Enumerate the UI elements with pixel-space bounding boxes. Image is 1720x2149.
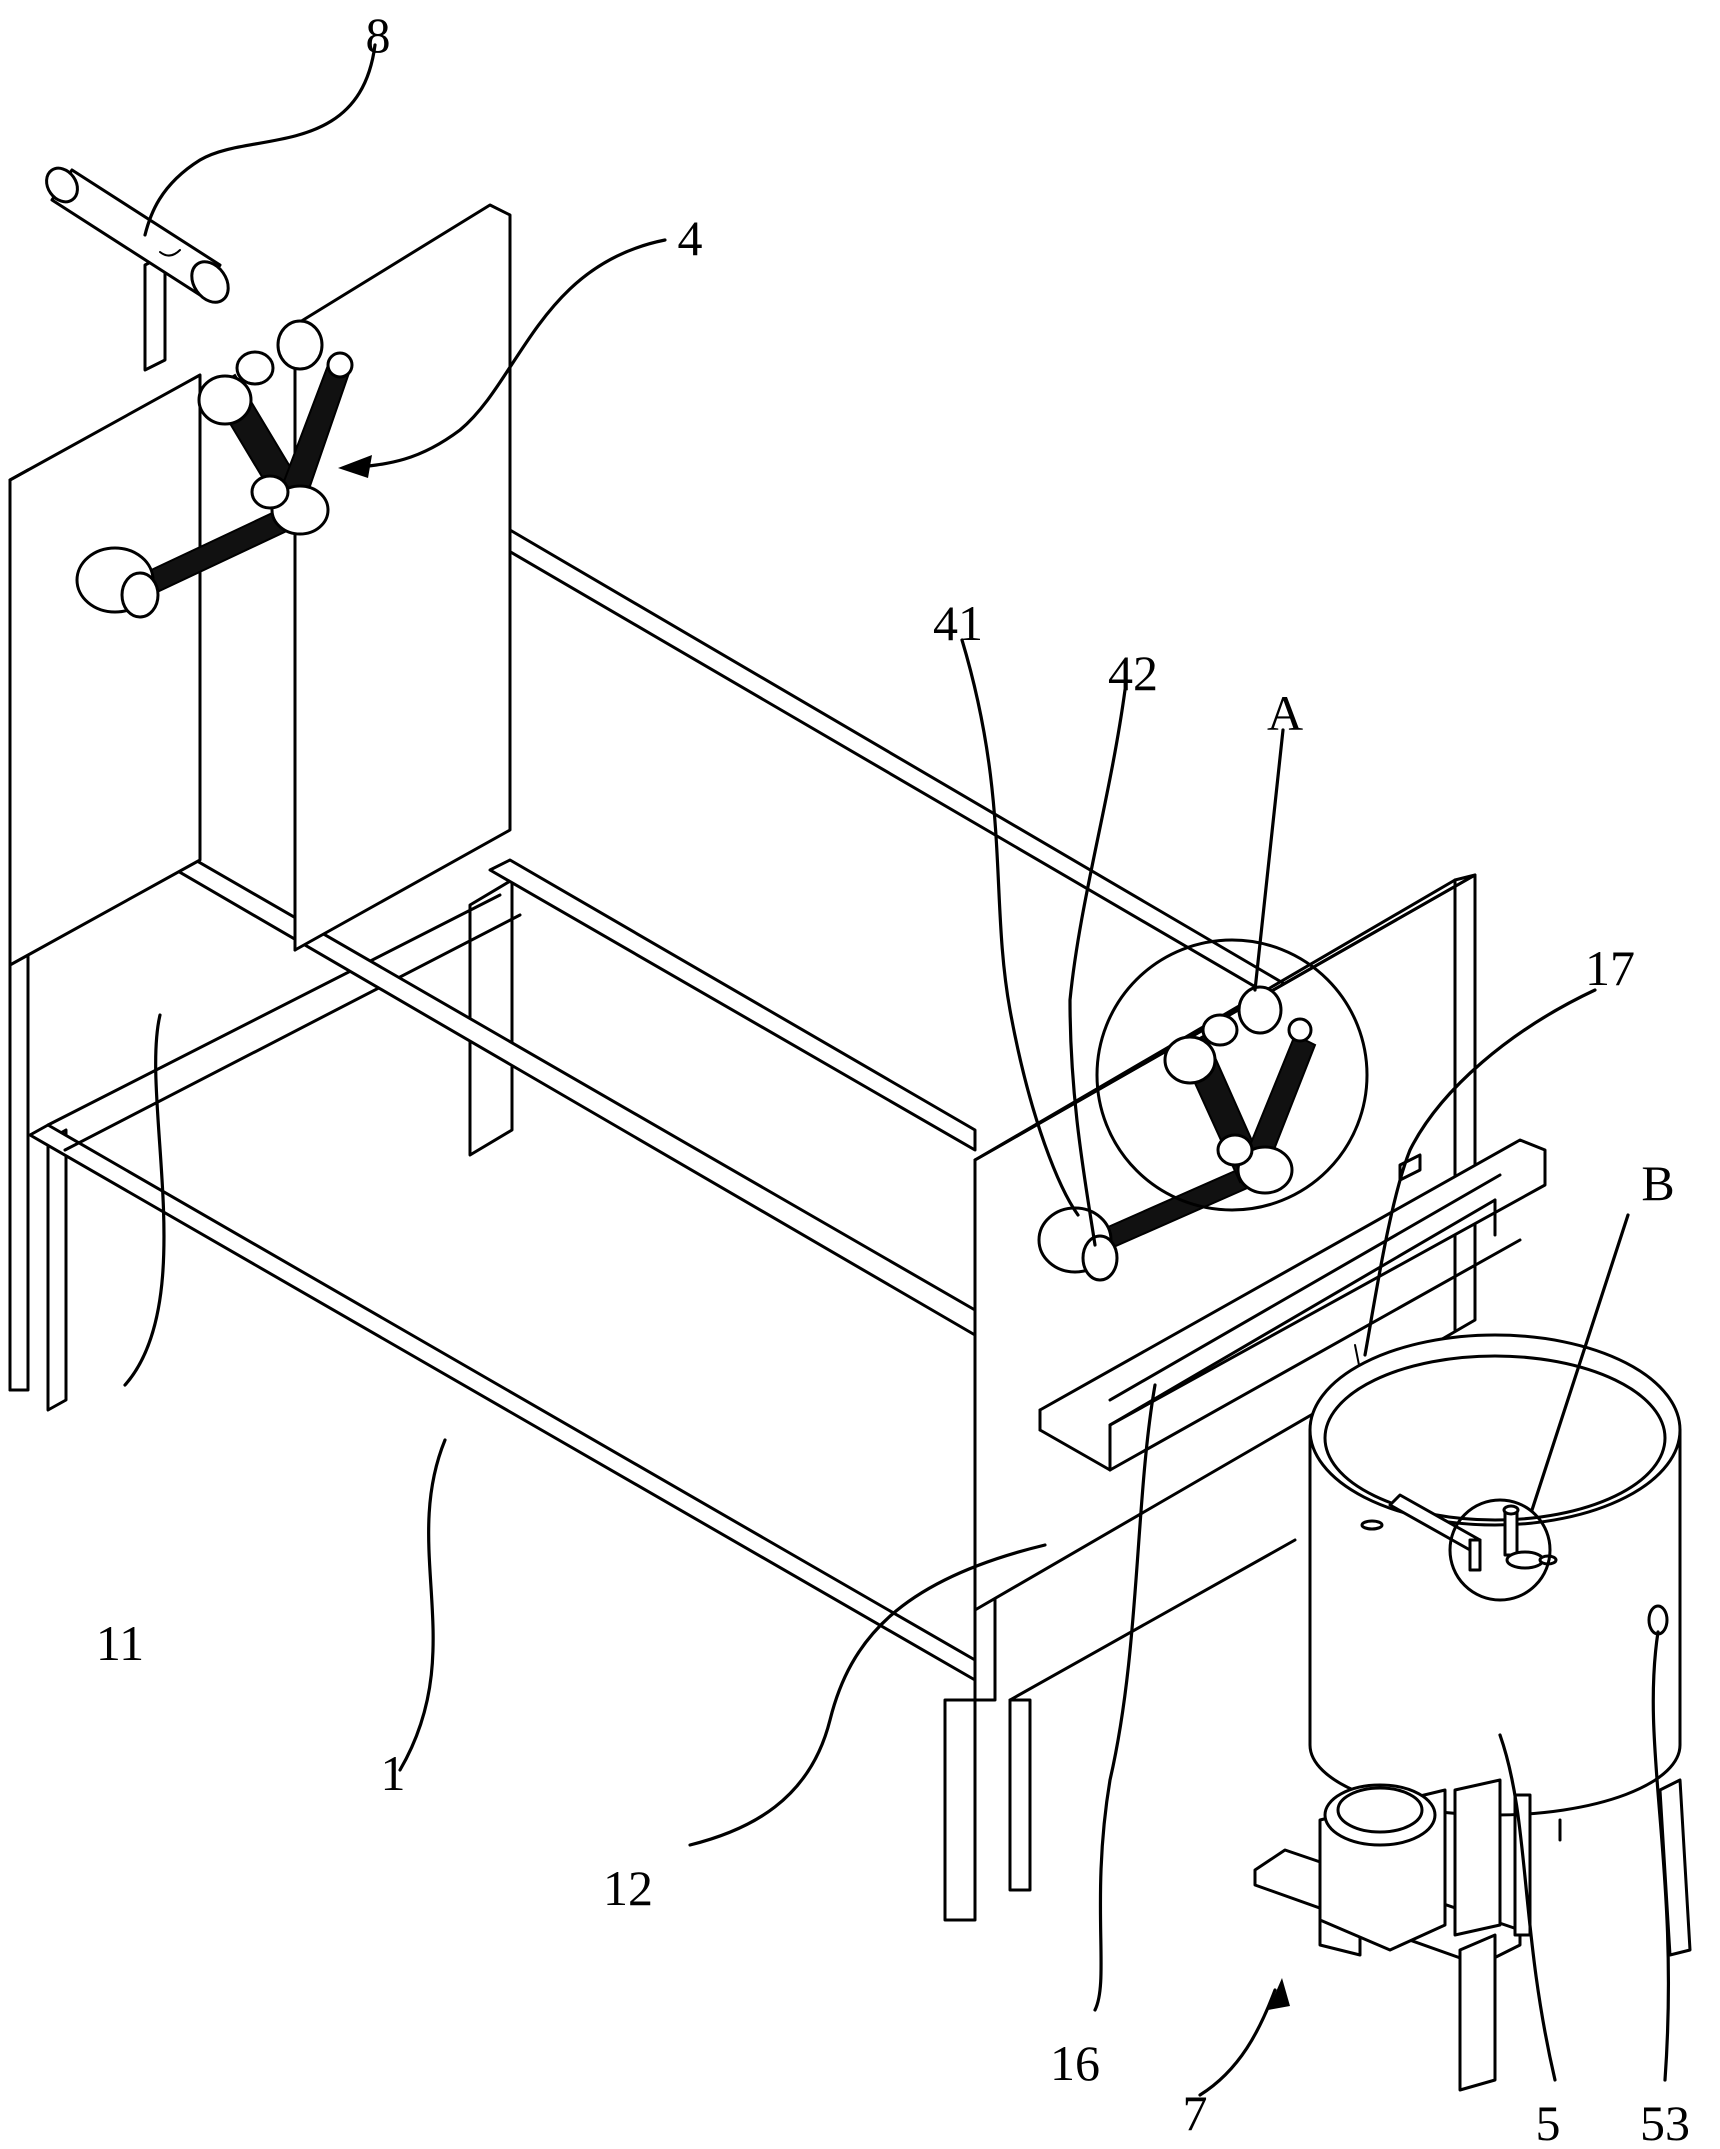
back-left-leg bbox=[468, 878, 514, 1157]
label-4: 4 bbox=[678, 210, 703, 266]
arrow-7 bbox=[1268, 1978, 1290, 2010]
leader-b bbox=[1530, 1213, 1630, 1512]
left-top-pulley bbox=[276, 319, 324, 371]
label-11: 11 bbox=[96, 1615, 144, 1671]
bottom-front-rail bbox=[28, 1123, 977, 1682]
motor-column bbox=[1453, 1778, 1502, 1937]
left-side-plate bbox=[8, 203, 512, 967]
right-arm-pulley bbox=[1163, 1035, 1217, 1085]
right-front-leg bbox=[943, 1698, 977, 1922]
label-53: 53 bbox=[1640, 2095, 1690, 2144]
label-12: 12 bbox=[603, 1860, 653, 1916]
leader-17 bbox=[1363, 988, 1597, 1357]
motor-top bbox=[1323, 1783, 1437, 1847]
left-arm-pulley bbox=[197, 374, 253, 426]
right-top-pulley bbox=[1237, 985, 1283, 1035]
label-17: 17 bbox=[1585, 940, 1635, 996]
tank-port bbox=[1647, 1604, 1669, 1636]
label-1: 1 bbox=[381, 1745, 406, 1801]
leader-12 bbox=[688, 1543, 1047, 1847]
left-leg-inner bbox=[46, 1128, 68, 1412]
leader-1 bbox=[398, 1438, 447, 1772]
label-7: 7 bbox=[1183, 2085, 1208, 2141]
leader-41 bbox=[960, 638, 1080, 1217]
reference-numerals: 8 4 41 42 A 17 B 11 1 12 16 7 5 53 bbox=[96, 7, 1690, 2149]
handle-rod bbox=[45, 166, 230, 304]
leader-4 bbox=[343, 238, 667, 470]
middle-back-rail bbox=[488, 858, 977, 1152]
leader-lines bbox=[123, 43, 1671, 2097]
floor-depth-line bbox=[63, 913, 522, 1152]
detail-circle-b bbox=[1448, 1498, 1552, 1602]
right-bottom-edge bbox=[1008, 1538, 1297, 1702]
left-plate-front bbox=[8, 373, 202, 967]
tank-rim bbox=[1308, 1333, 1682, 1527]
stirrer-shaft bbox=[1503, 1508, 1519, 1557]
leader-16 bbox=[1093, 1383, 1157, 2012]
label-41: 41 bbox=[933, 595, 983, 651]
label-42: 42 bbox=[1108, 645, 1158, 701]
leader-8 bbox=[143, 43, 377, 237]
label-16: 16 bbox=[1050, 2035, 1100, 2091]
label-5: 5 bbox=[1536, 2095, 1561, 2144]
left-back-plate bbox=[293, 203, 512, 952]
left-belt-transmission bbox=[75, 319, 354, 619]
detail-circle-a bbox=[1095, 938, 1369, 1212]
right-lower-pulley bbox=[1236, 1145, 1294, 1195]
leader-a bbox=[1253, 728, 1285, 992]
right-belt-transmission bbox=[1037, 938, 1369, 1282]
right-leg-side bbox=[1008, 1698, 1032, 1892]
label-8: 8 bbox=[366, 7, 391, 63]
motor-assembly bbox=[1253, 1778, 1532, 2092]
label-b: B bbox=[1641, 1155, 1674, 1211]
leader-42 bbox=[1068, 688, 1127, 1247]
arrow-4 bbox=[338, 455, 372, 478]
bottom-left-depth-edge bbox=[46, 893, 502, 1127]
leader-5 bbox=[1498, 1733, 1557, 2082]
tank bbox=[1308, 1333, 1692, 1957]
label-a: A bbox=[1267, 685, 1303, 741]
leader-11 bbox=[123, 1013, 166, 1387]
base-leg-right bbox=[1458, 1933, 1497, 2092]
leader-7 bbox=[1198, 1988, 1277, 2097]
leader-53 bbox=[1651, 1630, 1671, 2082]
